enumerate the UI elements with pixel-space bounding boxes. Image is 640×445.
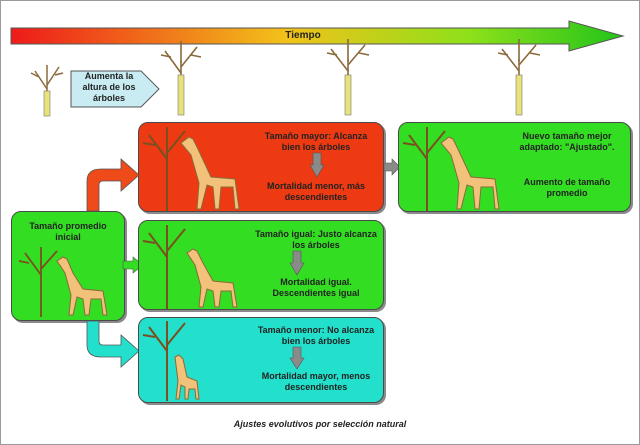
giraffe-initial-scene-icon bbox=[18, 247, 108, 317]
result-text-top: Nuevo tamaño mejor adaptado: "Ajustado". bbox=[519, 131, 615, 152]
down-arrow-icon bbox=[289, 346, 305, 370]
callout-arrow-shape bbox=[70, 70, 160, 108]
giraffe-equal-scene-icon bbox=[142, 225, 238, 309]
diagram-caption: Ajustes evolutivos por selección natural bbox=[233, 419, 407, 429]
giraffe-tall-scene-icon bbox=[142, 127, 240, 211]
tree-icon bbox=[497, 39, 541, 116]
branch-bottom-text-bottom: Mortalidad mayor, menos descendientes bbox=[261, 371, 371, 392]
arrow-up-red bbox=[86, 158, 140, 212]
result-text-bottom: Aumento de tamaño promedio bbox=[523, 177, 611, 198]
start-text: Tamaño promedio inicial bbox=[29, 221, 107, 242]
timeline-label: Tiempo bbox=[285, 30, 321, 41]
down-arrow-icon bbox=[309, 152, 325, 178]
result-box bbox=[398, 122, 631, 212]
tree-icon bbox=[326, 39, 370, 116]
timeline-arrow bbox=[10, 20, 625, 52]
giraffe-short-scene-icon bbox=[142, 321, 200, 401]
callout-text: Aumenta la altura de los árboles bbox=[82, 71, 136, 103]
tree-icon bbox=[160, 41, 202, 116]
branch-top-text-bottom: Mortalidad menor, más descendientes bbox=[266, 181, 366, 202]
branch-bottom-text-top: Tamaño menor: No alcanza bien los árbole… bbox=[257, 325, 375, 346]
branch-top-text-top: Tamaño mayor: Alcanza bien los árboles bbox=[264, 131, 368, 152]
branch-mid-text-top: Tamaño igual: Justo alcanza los árboles bbox=[255, 229, 377, 250]
right-arrow-icon bbox=[383, 158, 401, 176]
branch-mid-text-bottom: Mortalidad igual. Descendientes igual bbox=[272, 277, 360, 298]
arrow-down-cyan bbox=[86, 320, 140, 368]
down-arrow-icon bbox=[289, 250, 305, 276]
giraffe-adapted-scene-icon bbox=[402, 127, 500, 211]
tree-icon bbox=[30, 65, 64, 117]
